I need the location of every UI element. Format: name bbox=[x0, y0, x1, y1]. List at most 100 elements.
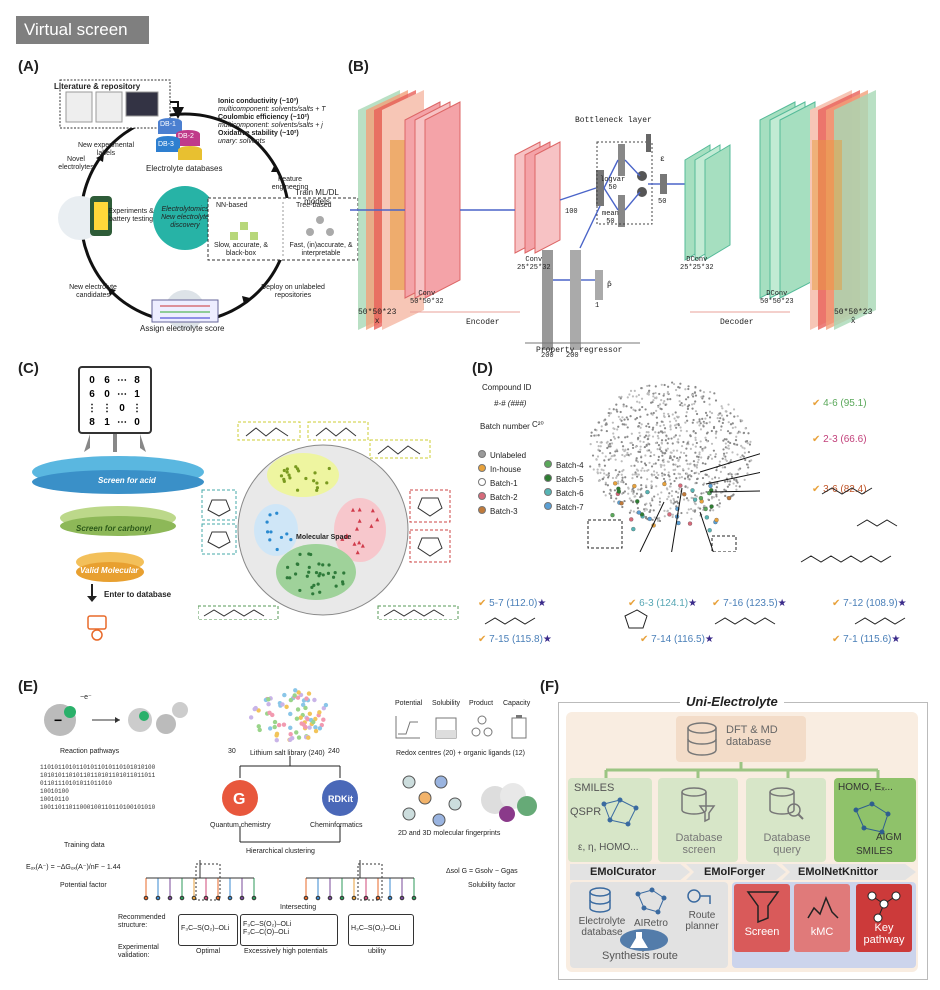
tsne-point bbox=[672, 497, 675, 501]
tsne-point bbox=[721, 421, 724, 425]
dendro-node bbox=[351, 895, 357, 901]
tsne-point bbox=[622, 403, 625, 406]
tsne-point bbox=[647, 422, 650, 425]
tsne-point bbox=[651, 413, 654, 416]
tsne-batch-point bbox=[726, 495, 732, 501]
tsne-point bbox=[634, 445, 637, 448]
molecule-dot bbox=[342, 571, 346, 575]
tsne-point bbox=[715, 493, 718, 496]
tsne-point bbox=[737, 468, 740, 471]
dendrogram-graphic bbox=[143, 860, 417, 901]
edb-text-1: Electrolyte bbox=[578, 916, 626, 927]
tsne-point bbox=[727, 444, 730, 447]
tsne-point bbox=[651, 518, 654, 521]
tsne-point bbox=[701, 417, 704, 420]
library-dot bbox=[317, 726, 323, 731]
library-dot bbox=[292, 693, 297, 698]
tsne-point bbox=[597, 421, 601, 424]
panel-d-label: (D) bbox=[472, 360, 493, 377]
tsne-point bbox=[722, 448, 725, 451]
tsne-point bbox=[663, 464, 666, 467]
compound-label: ✔ 3-6 (82.4) bbox=[812, 484, 867, 495]
library-dot bbox=[300, 702, 306, 707]
dendro-node bbox=[411, 895, 417, 901]
tsne-point bbox=[720, 405, 723, 408]
tsne-point bbox=[661, 474, 664, 477]
tsne-point bbox=[712, 426, 716, 430]
tsne-point bbox=[724, 410, 727, 413]
tsne-point bbox=[636, 475, 639, 478]
tsne-point bbox=[626, 451, 629, 455]
tsne-point bbox=[600, 468, 603, 471]
tsne-point bbox=[678, 434, 681, 437]
molecule-dot bbox=[279, 474, 284, 478]
tsne-point bbox=[734, 426, 737, 429]
tsne-point bbox=[647, 393, 650, 396]
tsne-point bbox=[590, 434, 593, 438]
legend-marker bbox=[544, 502, 552, 510]
tsne-point bbox=[602, 469, 605, 472]
binary-line: 10101011010110110101101011011011 bbox=[40, 772, 156, 779]
molecule-dot bbox=[313, 471, 317, 475]
tsne-point bbox=[721, 457, 724, 460]
tsne-point bbox=[711, 477, 714, 480]
dendro-node bbox=[251, 895, 257, 901]
db-screen-icon bbox=[681, 787, 716, 823]
tsne-point bbox=[747, 466, 750, 469]
tsne-point bbox=[710, 429, 713, 433]
tsne-point bbox=[702, 395, 705, 398]
db-chip-3: DB-3 bbox=[158, 141, 174, 148]
tsne-point bbox=[716, 482, 719, 485]
regressor-label: Property regressor bbox=[536, 346, 623, 355]
compound-id: 7-15 (115.8) bbox=[489, 634, 543, 645]
tsne-point bbox=[679, 451, 683, 454]
tsne-point bbox=[676, 456, 679, 460]
tsne-point bbox=[666, 510, 669, 513]
tsne-point bbox=[680, 476, 684, 479]
tsne-point bbox=[672, 449, 675, 452]
legend-text: Batch-3 bbox=[490, 507, 518, 516]
legend-text: In-house bbox=[490, 465, 522, 474]
tsne-point bbox=[699, 507, 702, 510]
tsne-point bbox=[615, 497, 618, 500]
tsne-point bbox=[677, 424, 680, 427]
tsne-point bbox=[614, 469, 617, 472]
tsne-point bbox=[637, 488, 640, 491]
tsne-point bbox=[639, 426, 642, 429]
molecule-dot bbox=[282, 468, 286, 473]
tsne-point bbox=[625, 416, 628, 419]
tsne-point bbox=[684, 388, 687, 391]
library-dot bbox=[303, 705, 308, 711]
tsne-point bbox=[623, 499, 626, 503]
tsne-point bbox=[715, 495, 718, 498]
tsne-point bbox=[673, 417, 676, 420]
tsne-point bbox=[643, 509, 646, 512]
tsne-point bbox=[696, 461, 699, 464]
tsne-point bbox=[690, 469, 693, 473]
tsne-point bbox=[624, 449, 627, 452]
tsne-point bbox=[663, 427, 667, 430]
tsne-point bbox=[677, 472, 680, 475]
tsne-point bbox=[745, 463, 749, 466]
intersecting-label: Intersecting bbox=[280, 904, 317, 911]
tsne-point bbox=[732, 408, 736, 411]
tsne-point bbox=[591, 454, 595, 457]
tsne-point bbox=[605, 473, 608, 477]
tsne-point bbox=[704, 436, 707, 439]
tsne-point bbox=[652, 462, 655, 466]
route-icon bbox=[687, 889, 711, 904]
tsne-point bbox=[646, 413, 649, 416]
tsne-point bbox=[638, 421, 641, 425]
tsne-point bbox=[666, 447, 669, 450]
molecule-dot bbox=[331, 575, 336, 579]
tsne-point bbox=[690, 403, 694, 406]
tsne-point bbox=[721, 466, 724, 469]
library-dot bbox=[290, 735, 295, 741]
key-pathway-box bbox=[856, 884, 912, 952]
tsne-point bbox=[725, 451, 728, 455]
tsne-point bbox=[686, 419, 689, 422]
